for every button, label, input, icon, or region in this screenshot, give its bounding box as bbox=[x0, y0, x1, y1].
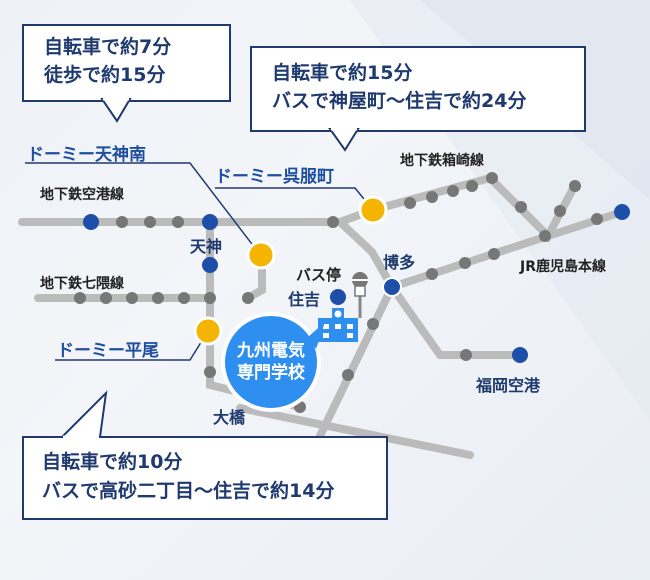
stop-dot bbox=[116, 216, 128, 228]
station-label-tenjin: 天神 bbox=[190, 237, 223, 256]
stop-dot bbox=[569, 180, 581, 192]
label-bus-stop: バス停 bbox=[296, 266, 342, 284]
stop-dot bbox=[554, 205, 566, 217]
stop-dot bbox=[426, 268, 438, 280]
line-label-nanakuma: 地下鉄七隈線 bbox=[40, 276, 124, 292]
dorm-marker-tenjin-minami bbox=[246, 240, 276, 270]
leader-line bbox=[25, 162, 259, 253]
station-dot-tenjin-line bbox=[202, 214, 218, 230]
stop-dot bbox=[152, 292, 164, 304]
stop-dot bbox=[342, 369, 354, 381]
stop-dot bbox=[74, 292, 86, 304]
school-pointer bbox=[308, 322, 325, 349]
callout-gofukumachi: 自転車で約15分 バスで神屋町～住吉で約24分 bbox=[250, 46, 586, 132]
stop-dot bbox=[466, 180, 478, 192]
dorm-marker-hirao bbox=[193, 316, 223, 346]
school-marker bbox=[221, 312, 321, 412]
stop-dot bbox=[488, 248, 500, 260]
stop-dot bbox=[459, 257, 471, 269]
bus-stop-icon bbox=[352, 272, 368, 318]
stop-dot bbox=[178, 292, 190, 304]
stop-dot bbox=[144, 216, 156, 228]
stop-dot bbox=[204, 366, 216, 378]
stop-dot bbox=[539, 230, 551, 242]
road-line bbox=[236, 404, 474, 459]
station-dot-kagoshima-end bbox=[614, 204, 630, 220]
school-building-icon bbox=[318, 308, 358, 342]
stop-dot bbox=[591, 213, 603, 225]
line-label-kagoshima: JR鹿児島本線 bbox=[520, 259, 606, 275]
station-dot-fukuoka-airport bbox=[512, 347, 528, 363]
stop-dot bbox=[515, 201, 527, 213]
road-line bbox=[314, 283, 396, 444]
callout-line: 自転車で約10分 bbox=[42, 451, 183, 473]
stop-dot bbox=[126, 292, 138, 304]
station-dot-hakata bbox=[382, 277, 402, 297]
stop-dot bbox=[404, 197, 416, 209]
school-name-line: 専門学校 bbox=[237, 363, 305, 383]
station-label-sumiyoshi: 住吉 bbox=[288, 290, 321, 309]
stop-dot bbox=[327, 216, 339, 228]
road-lines bbox=[18, 173, 626, 459]
dorm-marker-gofukumachi bbox=[358, 195, 388, 225]
stop-dot bbox=[426, 191, 438, 203]
stop-dot bbox=[172, 216, 184, 228]
station-label-ohashi: 大橋 bbox=[213, 408, 246, 427]
station-dot-airport-line-west bbox=[83, 214, 99, 230]
road-line bbox=[388, 283, 524, 359]
leader-line bbox=[215, 187, 374, 211]
callout-line: 自転車で約15分 bbox=[272, 62, 413, 84]
callout-line: バスで高砂二丁目～住吉で約14分 bbox=[42, 480, 335, 502]
stop-dot bbox=[204, 292, 216, 304]
callout-tenjin-minami: 自転車で約7分 徒歩で約15分 bbox=[22, 24, 231, 102]
stop-dot bbox=[447, 185, 459, 197]
line-label-kuko: 地下鉄空港線 bbox=[40, 187, 124, 203]
stations bbox=[83, 204, 630, 363]
stop-dot bbox=[367, 318, 379, 330]
callout-hirao: 自転車で約10分 バスで高砂二丁目～住吉で約14分 bbox=[22, 436, 388, 520]
school-name-line: 九州電気 bbox=[237, 341, 305, 361]
station-dot-tenjin bbox=[202, 257, 218, 273]
dorm-label-gofukumachi: ドーミー呉服町 bbox=[215, 167, 334, 187]
dorm-label-tenjin-minami: ドーミー天神南 bbox=[27, 145, 146, 165]
callout-line: 自転車で約7分 bbox=[44, 36, 172, 58]
dorm-markers bbox=[193, 195, 388, 346]
station-dot-sumiyoshi bbox=[330, 289, 346, 305]
line-label-hakozaki: 地下鉄箱崎線 bbox=[400, 153, 484, 169]
callout-line: 徒歩で約15分 bbox=[44, 64, 166, 86]
road-line bbox=[336, 218, 396, 291]
stop-dot bbox=[100, 292, 112, 304]
station-label-hakata: 博多 bbox=[383, 253, 416, 272]
stop-dot bbox=[242, 292, 254, 304]
stop-dot bbox=[460, 349, 472, 361]
dorm-label-hirao: ドーミー平尾 bbox=[57, 341, 159, 361]
school-name: 九州電気 専門学校 bbox=[221, 340, 321, 384]
station-label-fukuoka-airport: 福岡空港 bbox=[476, 376, 541, 395]
callout-line: バスで神屋町～住吉で約24分 bbox=[272, 90, 527, 112]
stop-dot bbox=[486, 172, 498, 184]
